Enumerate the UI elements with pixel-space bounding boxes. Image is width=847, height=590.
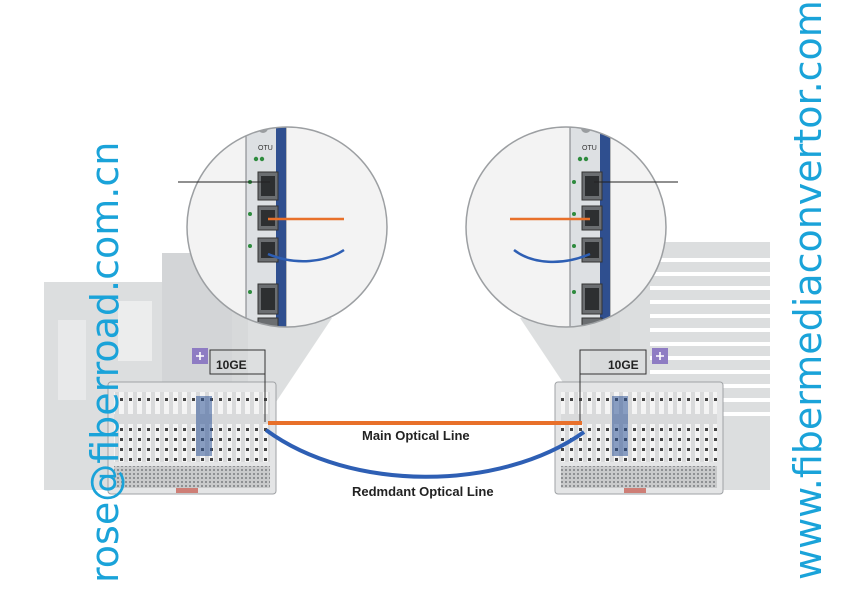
right-10ge-label: 10GE (608, 358, 639, 372)
right-zoom-circle (465, 126, 667, 328)
left-10ge-box (209, 349, 266, 375)
left-zoom-circle (186, 126, 388, 328)
right-card-label: OTU (582, 145, 597, 152)
left-chassis (107, 381, 277, 495)
left-watermark: rose@fiberroad.com.cn (83, 141, 127, 583)
left-card-label: OTU (258, 145, 273, 152)
redundant-line-label: Redmdant Optical Line (352, 484, 494, 499)
right-chassis (554, 381, 724, 495)
redundant-optical-line (264, 428, 586, 479)
right-router-icon (652, 348, 668, 364)
left-10ge-label: 10GE (216, 358, 247, 372)
right-watermark: www.fibermediaconvertor.com (786, 0, 830, 580)
main-line-label: Main Optical Line (362, 428, 470, 443)
right-10ge-box (579, 349, 647, 375)
left-router-icon (192, 348, 208, 364)
